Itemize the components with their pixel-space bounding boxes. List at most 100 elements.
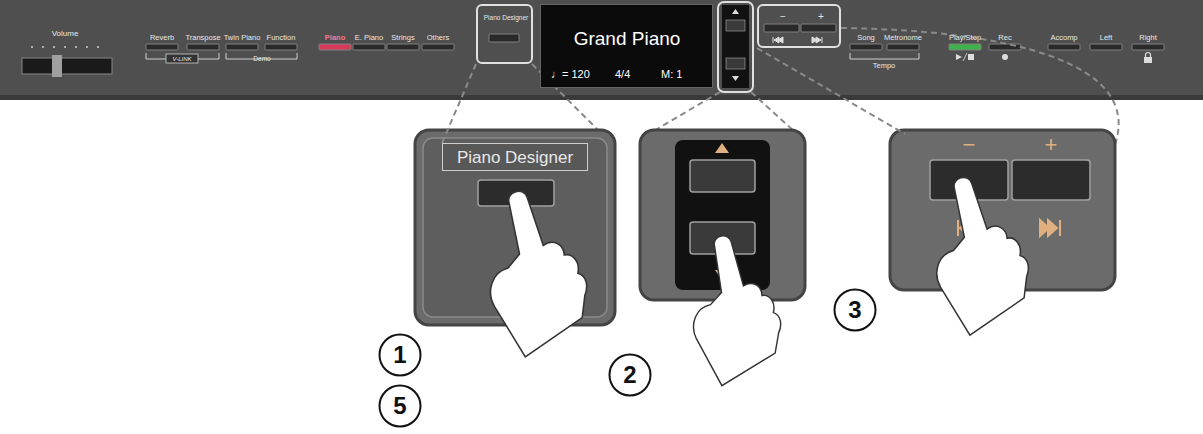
slider-knob [52, 55, 62, 77]
skip-forward-icon [812, 37, 822, 43]
button [353, 44, 385, 50]
panel-label: Demo [253, 56, 270, 63]
down-button [726, 58, 745, 69]
panel-label: V-LINK [172, 56, 191, 62]
callout-circle [835, 290, 876, 331]
button [146, 44, 178, 50]
button [387, 44, 419, 50]
callout-number: 5 [393, 394, 406, 418]
plus-button [1012, 160, 1090, 200]
button-lit [319, 44, 351, 50]
up-triangle [732, 9, 739, 14]
button [764, 24, 799, 32]
button [265, 44, 297, 50]
volume-slider [22, 58, 112, 74]
node-text: ♩= 120 [551, 69, 590, 80]
node-text: 4/4 [615, 69, 630, 80]
panel-label: Volume [52, 30, 79, 38]
button [850, 44, 882, 50]
panel-label: Reverb [150, 34, 174, 42]
dot [31, 46, 33, 48]
panel-label: Transpose [185, 34, 220, 42]
dot [42, 46, 44, 48]
panel-label: Others [427, 34, 450, 42]
callout-circle [380, 386, 421, 427]
up-triangle [715, 143, 729, 153]
button [422, 44, 454, 50]
panel-label: Piano [325, 34, 345, 42]
panel-label: Accomp [1050, 34, 1077, 42]
slash [963, 53, 967, 61]
node-text: − [963, 134, 976, 156]
panel-label: Left [1100, 34, 1113, 42]
callout-number: 2 [608, 353, 652, 397]
button [887, 44, 919, 50]
callout-circle [610, 355, 651, 396]
button [1090, 44, 1122, 50]
hand [466, 180, 600, 361]
zoom-label-row: −+ [905, 134, 1105, 158]
callout-number: 2 [623, 363, 636, 387]
panel-label: Function [267, 34, 296, 42]
panel-label: Metronome [884, 34, 922, 42]
button [1048, 44, 1080, 50]
hand [676, 228, 791, 389]
dot [53, 46, 55, 48]
bracket [850, 53, 919, 59]
highlight-outline [718, 2, 753, 92]
highlight-box: Piano Designer [476, 4, 533, 64]
callout-number: 1 [378, 333, 422, 377]
node-text: + [1045, 134, 1058, 156]
button [489, 34, 519, 42]
button-lit [949, 44, 981, 50]
skip-forward-icon [1040, 220, 1060, 236]
leader-line [751, 92, 795, 132]
leader-line [442, 64, 476, 143]
skip-back-icon [773, 37, 783, 43]
dot [97, 46, 99, 48]
volume-dots [31, 46, 99, 48]
zoom-label-plate: Piano Designer [442, 143, 588, 171]
panel [0, 0, 1203, 100]
panel-label: E. Piano [355, 34, 383, 42]
callout-circle [380, 335, 421, 376]
leader-line [652, 92, 720, 132]
panel-label: Tempo [873, 62, 896, 70]
down-triangle [732, 76, 739, 81]
node-text: Grand Piano [574, 29, 681, 48]
panel-label: Song [857, 34, 875, 42]
play-icon [956, 54, 962, 60]
rec-icon [1002, 54, 1008, 60]
callout-number: 3 [833, 288, 877, 332]
button [801, 24, 836, 32]
node-text: Piano Designer [484, 15, 528, 22]
button [187, 44, 219, 50]
callout-number: 3 [848, 298, 861, 322]
vlink-box [166, 54, 198, 63]
panel-label: Right [1139, 34, 1157, 42]
button [226, 44, 258, 50]
stop-icon [968, 54, 974, 60]
dot [64, 46, 66, 48]
panel-label: Twin Piano [224, 34, 261, 42]
display: Grand Piano ♩= 120 4/4 M: 1 [540, 4, 713, 88]
up-button [726, 20, 745, 31]
node-text: − [780, 12, 786, 22]
button [989, 44, 1021, 50]
panel-edge [0, 95, 1203, 100]
node-text: M: 1 [661, 69, 682, 80]
panel-label: Rec [998, 34, 1011, 42]
dot [86, 46, 88, 48]
button [1132, 44, 1164, 50]
callout-number: 1 [393, 343, 406, 367]
lock-body [1144, 57, 1152, 63]
up-button [690, 160, 755, 192]
panel-label: Play/Stop [949, 34, 981, 42]
dot [75, 46, 77, 48]
arrow-panel [722, 5, 749, 88]
callout-number: 5 [378, 384, 422, 428]
node-text: + [818, 12, 824, 22]
hand [914, 167, 1042, 340]
panel-label: Strings [391, 34, 414, 42]
